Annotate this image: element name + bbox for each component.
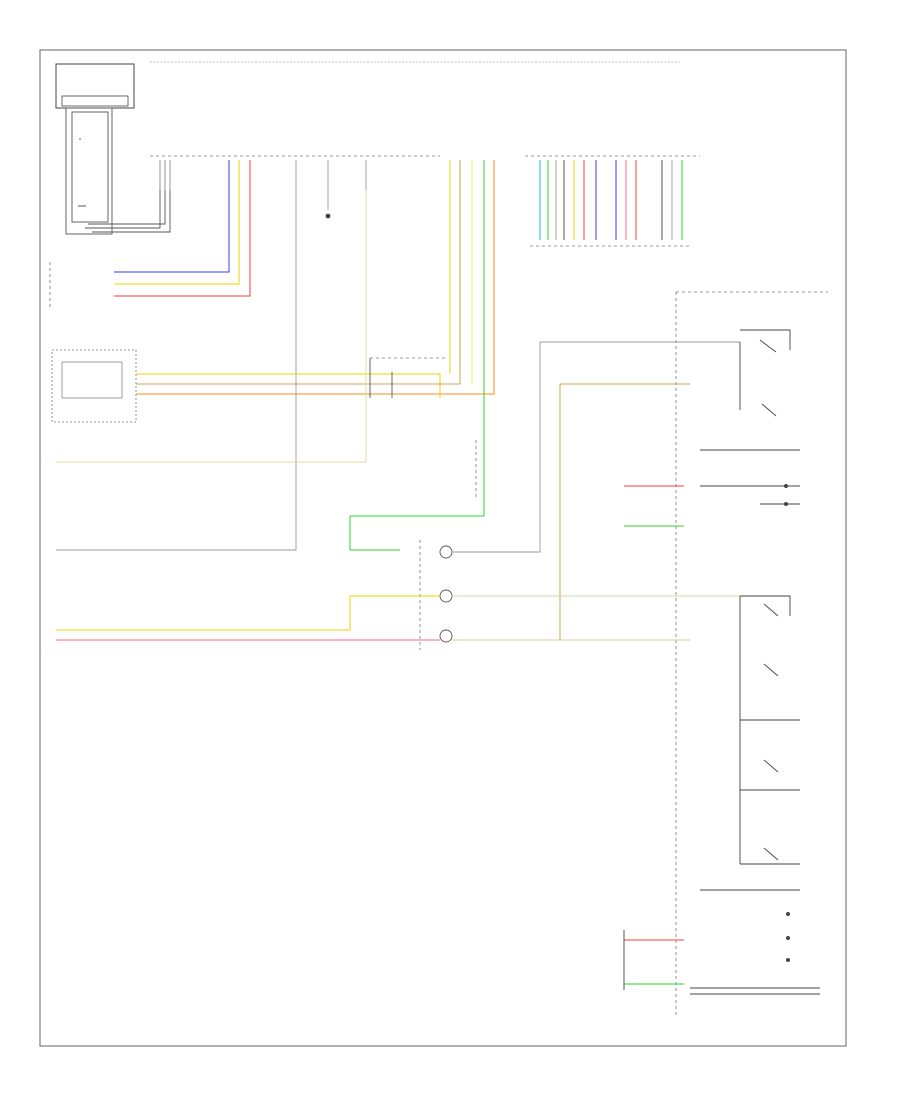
tan-bus-wire	[136, 160, 461, 385]
pale-wire	[56, 190, 367, 463]
yellow-bus-wire	[136, 373, 441, 398]
front-connector-box	[51, 349, 137, 423]
steering-connector	[623, 912, 820, 995]
yellow-gauge-wire	[56, 595, 440, 631]
right-multipin-connector	[530, 160, 690, 247]
blue-wire	[114, 160, 230, 273]
orange-bus-wire	[136, 160, 495, 395]
top-connector-row	[56, 155, 700, 551]
red-wire	[114, 160, 251, 297]
right-switch-panel	[490, 291, 828, 1016]
top-left-module	[55, 63, 171, 235]
lower-switch-ladder	[700, 595, 800, 891]
diagram-frame	[39, 49, 847, 1047]
instrument-cluster	[419, 540, 490, 650]
yellow-wire	[114, 160, 240, 285]
green-lower-wire	[349, 396, 485, 551]
